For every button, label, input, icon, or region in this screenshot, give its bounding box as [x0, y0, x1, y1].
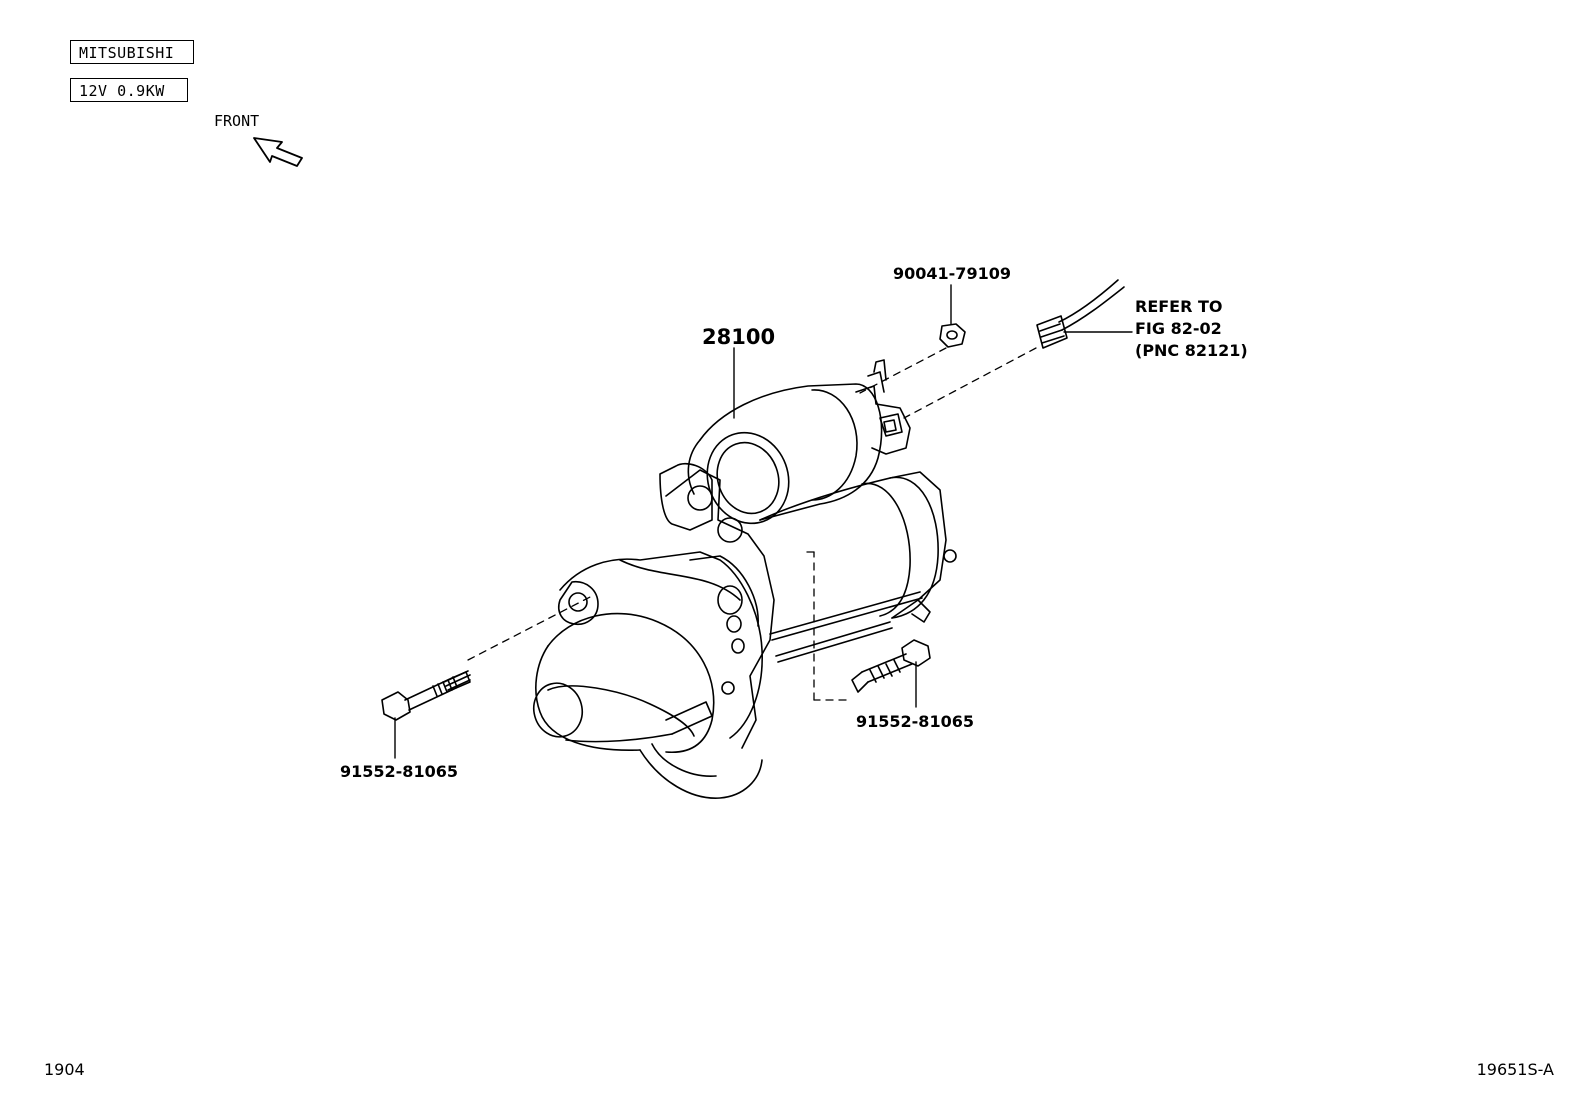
bolt-left-part[interactable] — [381, 670, 471, 721]
footer-left-code: 1904 — [44, 1060, 85, 1079]
reference-note-line3: (PNC 82121) — [1135, 341, 1248, 360]
part-number-bolt-left[interactable]: 91552-81065 — [340, 762, 458, 781]
front-direction-label: FRONT — [214, 112, 260, 130]
front-arrow-icon — [253, 137, 303, 167]
part-number-starter[interactable]: 28100 — [702, 325, 776, 349]
footer-right-code: 19651S-A — [1476, 1060, 1554, 1079]
reference-note-line2: FIG 82-02 — [1135, 319, 1222, 338]
spec-rating-label: 12V 0.9KW — [70, 78, 188, 102]
leader-lines — [394, 284, 1133, 759]
bolt-right-part[interactable] — [851, 639, 931, 693]
reference-note[interactable]: REFER TO FIG 82-02 (PNC 82121) — [1135, 296, 1248, 362]
dash-connector — [903, 347, 1037, 419]
reference-note-line1: REFER TO — [1135, 297, 1223, 316]
nut-part[interactable] — [939, 323, 966, 348]
spec-maker-label: MITSUBISHI — [70, 40, 194, 64]
connector-part[interactable] — [1036, 279, 1125, 349]
dash-bolt-left — [467, 595, 593, 661]
part-number-nut[interactable]: 90041-79109 — [893, 264, 1011, 283]
starter-assembly[interactable] — [528, 359, 957, 799]
part-number-bolt-right[interactable]: 91552-81065 — [856, 712, 974, 731]
